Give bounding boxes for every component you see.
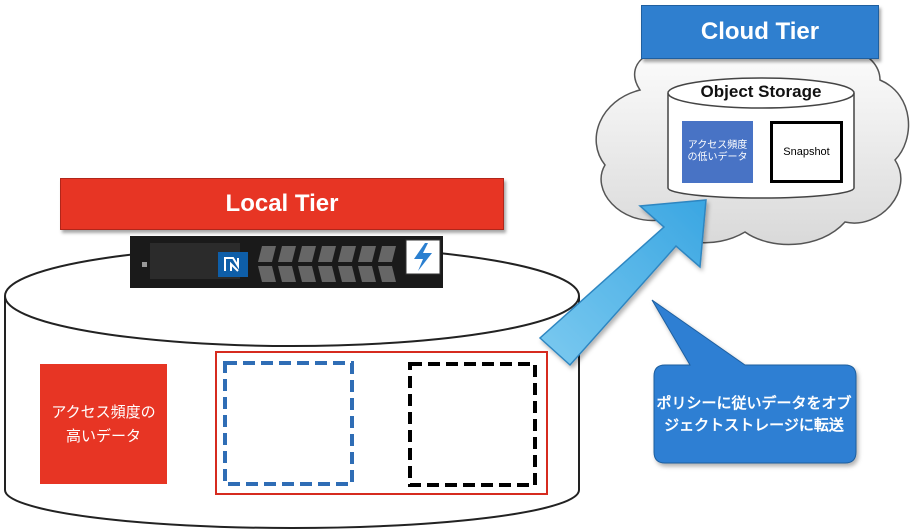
cold-data-block: アクセス頻度の低いデータ — [682, 121, 753, 183]
hot-data-block: アクセス頻度の高いデータ — [40, 364, 167, 484]
snapshot-block: Snapshot — [770, 121, 843, 183]
snapshot-label: Snapshot — [783, 146, 830, 158]
cold-data-placeholder — [223, 361, 354, 486]
cloud-tier-banner: Cloud Tier — [641, 5, 879, 59]
transfer-arrow — [538, 199, 707, 367]
cold-data-label: アクセス頻度の低いデータ — [687, 140, 748, 163]
snapshot-placeholder — [408, 362, 537, 487]
callout-bubble — [651, 299, 857, 464]
storage-appliance — [130, 236, 443, 288]
hot-data-label: アクセス頻度の高いデータ — [51, 403, 156, 445]
local-tier-banner: Local Tier — [60, 178, 504, 230]
object-storage-title: Object Storage — [700, 82, 822, 101]
tiering-frame — [215, 351, 548, 495]
callout-text: ポリシーに従いデータをオブジェクトストレージに転送 — [656, 394, 852, 434]
lightning-icon — [414, 243, 432, 271]
